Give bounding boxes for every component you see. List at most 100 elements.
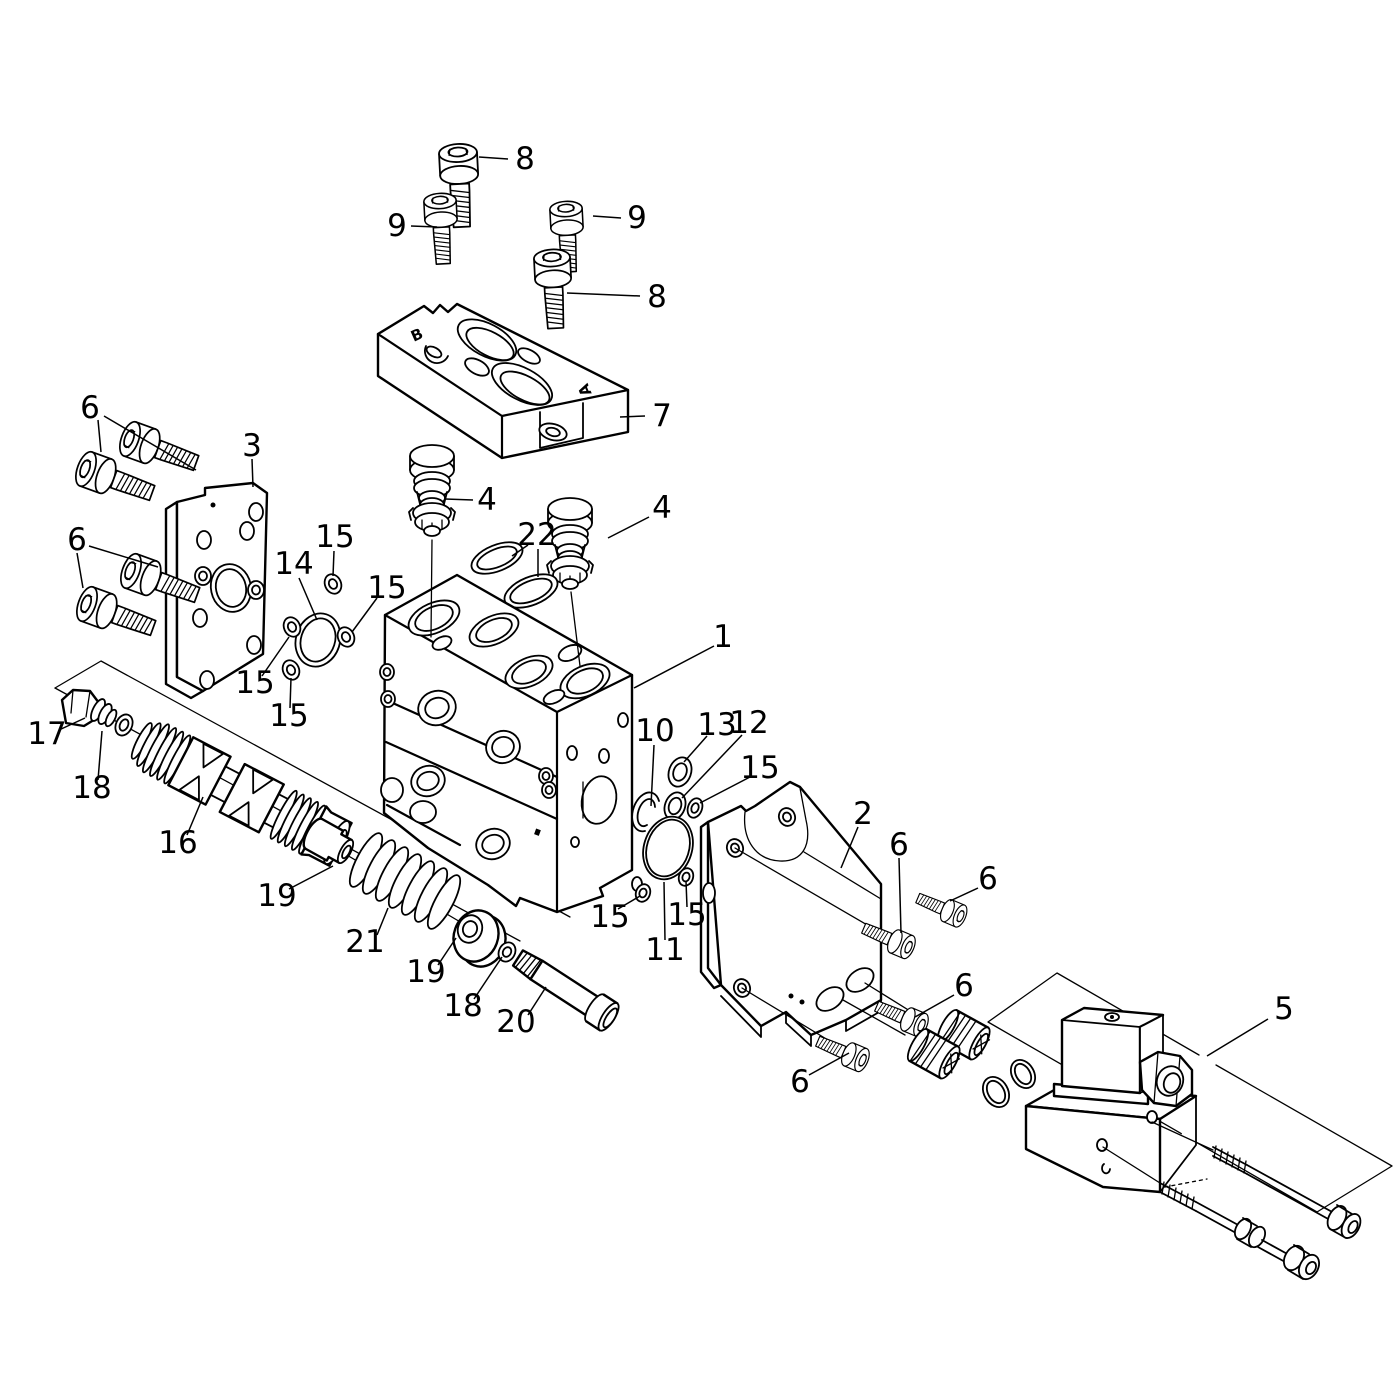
leader-line-15-21 — [617, 895, 641, 910]
end-plate-3 — [164, 481, 269, 700]
callout-4-11: 4 — [477, 482, 497, 518]
screw-8-top-right — [532, 247, 575, 331]
callout-15-20: 15 — [740, 750, 779, 786]
leader-line-15-22 — [685, 880, 688, 908]
leader-line-16-32 — [186, 796, 204, 836]
solenoid-valve-5 — [1024, 1006, 1214, 1194]
callout-2-24: 2 — [853, 796, 873, 832]
callout-15-8: 15 — [315, 519, 354, 555]
callout-6-27: 6 — [954, 968, 974, 1004]
leader-line-7-4 — [619, 415, 646, 418]
leader-line-18-31 — [97, 730, 103, 781]
leader-line-11-23 — [663, 881, 666, 941]
leader-line-4-11 — [444, 498, 474, 501]
callout-18-31: 18 — [72, 770, 111, 806]
leader-line-3-6 — [251, 458, 254, 488]
leader-line-8-3 — [566, 292, 641, 297]
leader-line-20-37 — [527, 986, 547, 1016]
adapter-plate-2 — [699, 780, 883, 1047]
screw-6-right-1 — [912, 886, 971, 930]
callout-17-30: 17 — [27, 716, 66, 752]
callout-6-28: 6 — [790, 1064, 810, 1100]
callout-21-34: 21 — [345, 924, 384, 960]
callout-6-5: 6 — [80, 390, 100, 426]
leader-line-6-7 — [76, 552, 84, 589]
relief-valve-4-left — [408, 444, 456, 537]
callout-6-7: 6 — [67, 522, 87, 558]
callout-22-12: 22 — [517, 517, 556, 553]
callout-1-14: 1 — [713, 619, 733, 655]
callout-8-3: 8 — [647, 279, 667, 315]
callout-15-15: 15 — [235, 665, 274, 701]
leader-line-6-26 — [949, 887, 979, 902]
callout-20-37: 20 — [496, 1004, 535, 1040]
leader-line-1-14 — [633, 645, 715, 689]
washer-18-second — [497, 941, 517, 963]
callout-19-33: 19 — [257, 878, 296, 914]
leader-line-9-2 — [592, 215, 622, 219]
leader-line-15-8 — [332, 550, 335, 577]
screw-6-left-1 — [114, 418, 204, 481]
callout-19-35: 19 — [406, 954, 445, 990]
leader-line-6-7 — [88, 545, 159, 568]
leader-line-8-0 — [478, 156, 509, 160]
callout-16-32: 16 — [158, 825, 197, 861]
cover-plate-7 — [376, 302, 630, 460]
oring-15-group-left — [281, 573, 356, 681]
leader-line-6-25 — [898, 857, 902, 934]
oring-pair-solenoid — [981, 1058, 1037, 1108]
callout-8-0: 8 — [515, 141, 535, 177]
callout-3-6: 3 — [242, 428, 262, 464]
callout-5-29: 5 — [1274, 991, 1294, 1027]
callout-13-18: 13 — [697, 707, 736, 743]
oring-22-pair — [470, 541, 559, 609]
callout-18-36: 18 — [443, 988, 482, 1024]
callout-6-25: 6 — [889, 827, 909, 863]
callout-9-1: 9 — [387, 208, 407, 244]
oring-14 — [294, 612, 342, 668]
leader-line-2-24 — [840, 826, 859, 869]
leader-line-6-5 — [103, 415, 197, 471]
callout-4-13: 4 — [652, 490, 672, 526]
callout-15-10: 15 — [367, 570, 406, 606]
leader-line-15-10 — [351, 597, 378, 633]
leader-line-19-33 — [288, 865, 334, 890]
callout-12-19: 12 — [729, 705, 768, 741]
leader-line-4-13 — [607, 516, 650, 539]
callout-6-26: 6 — [978, 861, 998, 897]
leader-line-14-9 — [298, 577, 318, 621]
valve-body-1 — [379, 573, 643, 914]
leader-line-15-16 — [289, 677, 292, 709]
leader-line-18-36 — [473, 956, 503, 1000]
cartridge-plug-2 — [906, 1028, 961, 1080]
leader-line-9-1 — [410, 225, 438, 228]
spring-seat-19-first — [302, 817, 355, 865]
leader-line-13-18 — [683, 735, 708, 763]
leader-line-22-12 — [511, 544, 529, 557]
stud-20 — [511, 949, 620, 1032]
valve-4-axis-lines — [430, 539, 581, 667]
callout-9-2: 9 — [627, 200, 647, 236]
callout-15-21: 15 — [590, 899, 629, 935]
callout-10-17: 10 — [635, 713, 674, 749]
callout-11-23: 11 — [645, 932, 684, 968]
leader-line-10-17 — [650, 744, 655, 807]
callout-7-4: 7 — [652, 398, 672, 434]
leader-line-17-30 — [58, 717, 86, 731]
leader-line-6-27 — [914, 994, 955, 1018]
hex-plug-17 — [60, 688, 118, 728]
oring-18-front — [114, 713, 134, 737]
oring-set-right — [631, 756, 704, 903]
spring-21 — [348, 832, 462, 930]
leader-line-21-34 — [376, 907, 389, 936]
spring-seat-19-second — [452, 909, 507, 968]
leader-line-15-15 — [261, 636, 290, 677]
leader-line-5-29 — [1206, 1018, 1269, 1057]
solenoid-screw-long-1 — [1212, 1145, 1362, 1239]
leader-line-6-28 — [808, 1052, 850, 1076]
leader-line-12-19 — [681, 734, 743, 799]
leader-line-6-5 — [97, 419, 102, 453]
leader-line-15-20 — [699, 776, 751, 804]
